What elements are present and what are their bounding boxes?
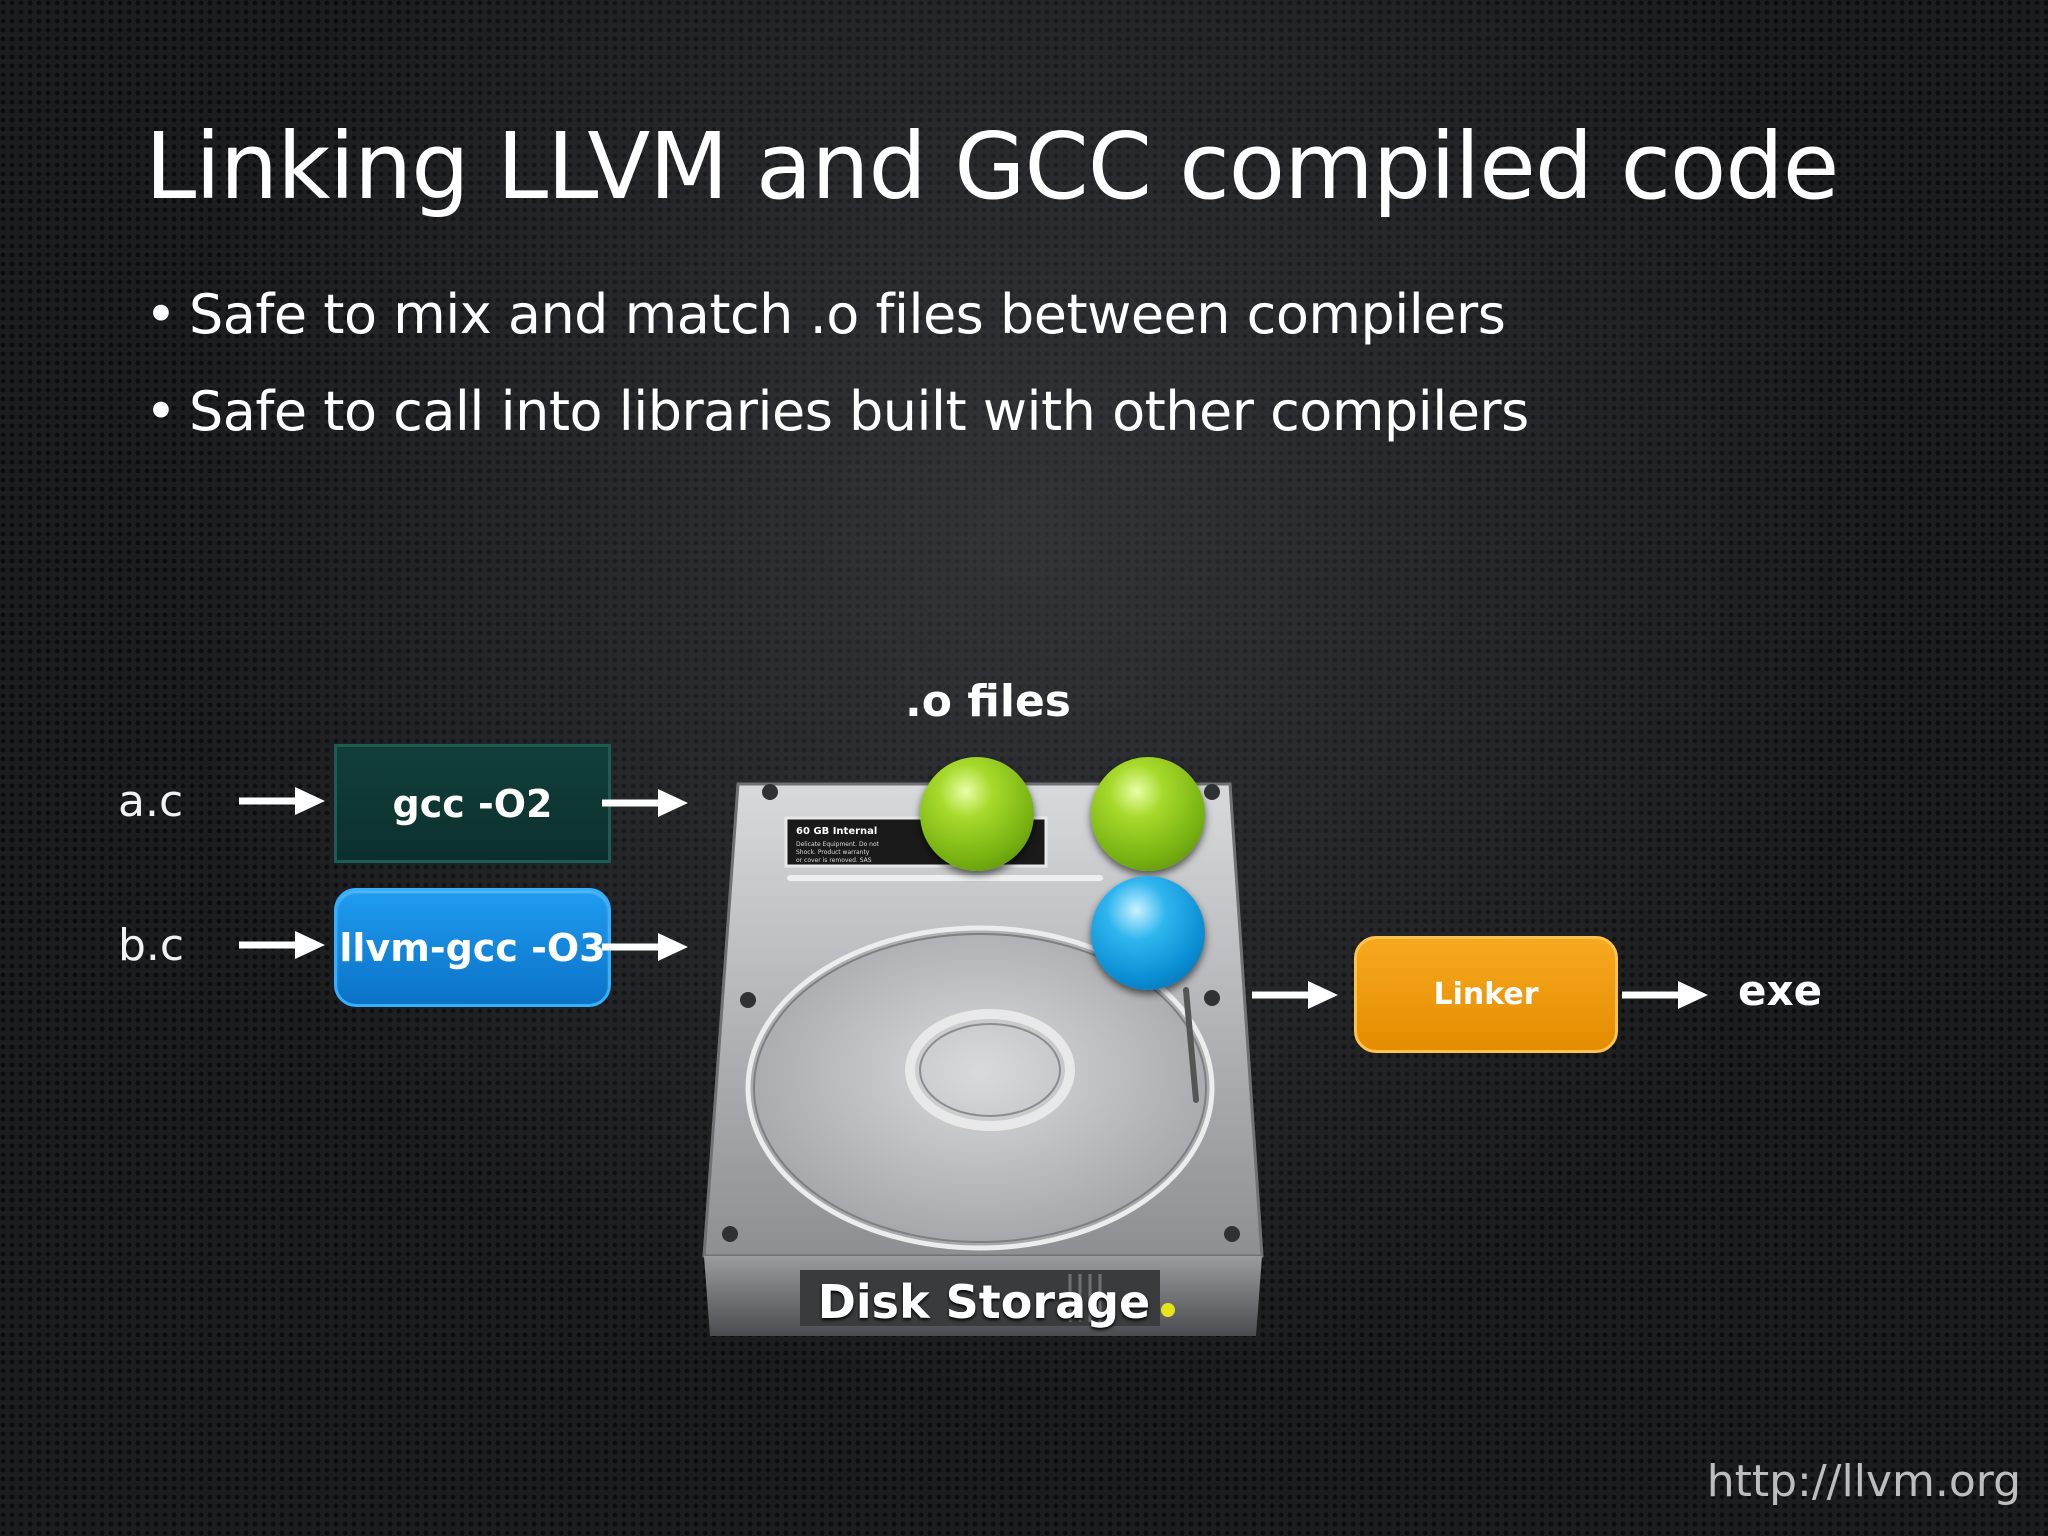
bullet-item: •Safe to mix and match .o files between … (145, 280, 1506, 350)
arrow-right-icon (1252, 981, 1338, 1009)
llvm-gcc-compiler-box: llvm-gcc -O3 (334, 888, 611, 1007)
gcc-compiler-label: gcc -O2 (392, 781, 553, 826)
bullet-text: Safe to mix and match .o files between c… (189, 283, 1506, 346)
gcc-compiler-box: gcc -O2 (334, 744, 611, 863)
bullet-dot-icon: • (145, 380, 177, 443)
disk-sticker-line: Shock. Product warranty (796, 849, 870, 856)
object-file-ball-icon (1091, 876, 1205, 990)
arrow-right-icon (239, 931, 325, 959)
disk-sticker-line: 60 GB Internal (796, 826, 877, 837)
hard-disk-icon: 60 GB Internal Delicate Equipment. Do no… (702, 782, 1264, 1336)
source-file-a: a.c (118, 776, 184, 827)
object-file-ball-icon (920, 757, 1034, 871)
slide-title: Linking LLVM and GCC compiled code (145, 113, 1839, 220)
source-file-b: b.c (118, 920, 185, 971)
bullet-dot-icon: • (145, 283, 177, 346)
bullet-text: Safe to call into libraries built with o… (189, 380, 1529, 443)
arrow-right-icon (1622, 981, 1708, 1009)
output-exe-label: exe (1738, 966, 1823, 1015)
arrow-right-icon (602, 933, 688, 961)
llvm-gcc-compiler-label: llvm-gcc -O3 (339, 925, 606, 970)
footer-url: http://llvm.org (1706, 1456, 2021, 1507)
object-files-label: .o files (905, 676, 1071, 727)
arrow-right-icon (239, 787, 325, 815)
disk-sticker-line: or cover is removed. SAS (796, 857, 872, 864)
object-file-ball-icon (1091, 757, 1205, 871)
linker-box: Linker (1354, 936, 1618, 1053)
disk-storage-label: Disk Storage (817, 1275, 1151, 1329)
disk-sticker-line: Delicate Equipment. Do not (796, 841, 880, 848)
arrow-right-icon (602, 789, 688, 817)
bullet-item: •Safe to call into libraries built with … (145, 377, 1529, 447)
linker-label: Linker (1433, 977, 1539, 1012)
